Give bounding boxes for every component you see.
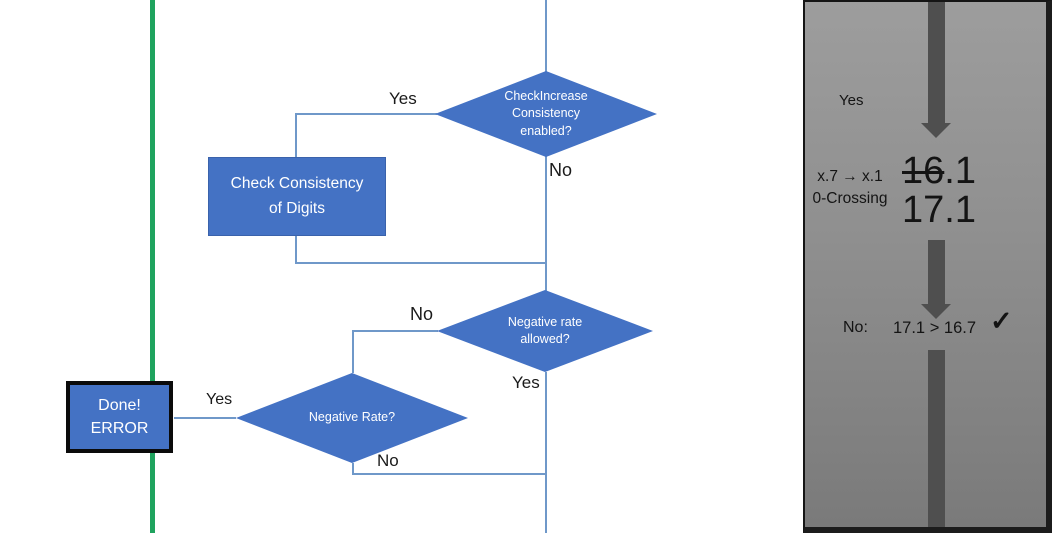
connector-yes-done — [174, 417, 236, 419]
decision-label-line: Consistency — [511, 106, 581, 121]
connector-yes-top — [295, 113, 437, 115]
process-label-line: Check Consistency — [230, 175, 364, 193]
down-arrow-icon — [921, 304, 951, 319]
down-arrow-shaft — [928, 240, 945, 304]
decision-check-increase-enabled: CheckIncrease Consistency enabled? — [435, 71, 657, 157]
process-check-consistency: Check Consistency of Digits — [208, 157, 386, 236]
decision-label-line: allowed? — [520, 332, 570, 346]
old-value-rest: .1 — [944, 150, 976, 192]
connector-rect-return — [295, 262, 546, 264]
connector-top-entry — [545, 0, 547, 72]
connector-no-top-down — [545, 156, 547, 291]
terminal-label-line: Done! — [98, 396, 141, 414]
down-arrow-shaft — [928, 2, 945, 123]
terminal-label-line: ERROR — [90, 420, 149, 437]
branch-label-yes-mid: Yes — [512, 373, 540, 392]
process-label-line: of Digits — [269, 199, 325, 217]
zero-crossing-rule: x.7 → x.1 — [817, 168, 883, 185]
connector-yes-top-down — [295, 113, 297, 158]
decision-label-line: CheckIncrease — [504, 88, 588, 103]
panel-no-label: No: — [843, 319, 868, 336]
decision-label-line: Negative rate — [507, 314, 583, 329]
zero-crossing-label: 0-Crossing — [812, 190, 888, 208]
green-divider-line — [150, 0, 155, 533]
connector-no-mid — [352, 330, 438, 332]
branch-label-no-mid: No — [410, 304, 434, 324]
branch-label-no-bottom: No — [377, 451, 399, 470]
old-value: 16.1 — [902, 152, 976, 191]
decision-label-line: Negative Rate? — [308, 410, 396, 425]
connector-no-bottom-down — [352, 463, 354, 475]
connector-yes-mid-down — [545, 372, 547, 533]
connector-rect-out — [295, 233, 297, 264]
connector-no-mid-down — [352, 330, 354, 373]
terminal-done-error: Done! ERROR — [66, 381, 173, 453]
side-panel: Yes x.7 → x.1 0-Crossing 16.1 17.1 No: 1… — [803, 0, 1052, 533]
panel-yes-label: Yes — [839, 92, 864, 109]
zero-crossing-note: x.7 → x.1 0-Crossing — [805, 166, 895, 211]
decision-negative-rate: Negative Rate? — [236, 373, 468, 463]
old-value-struck: 16 — [902, 150, 945, 192]
down-arrow-shaft — [928, 350, 945, 527]
branch-label-no-top: No — [549, 160, 573, 180]
new-value: 17.1 — [902, 189, 976, 231]
decision-negative-rate-allowed: Negative rate allowed? — [437, 290, 653, 372]
connector-no-bottom-return — [352, 473, 547, 475]
comparison-text: 17.1 > 16.7 — [893, 319, 977, 337]
decision-label-line: enabled? — [520, 123, 572, 138]
checkmark-icon: ✓ — [990, 306, 1013, 336]
value-correction: 16.1 17.1 — [902, 152, 976, 230]
branch-label-yes-top: Yes — [389, 89, 417, 108]
branch-label-yes-done: Yes — [206, 391, 233, 408]
down-arrow-icon — [921, 123, 951, 138]
